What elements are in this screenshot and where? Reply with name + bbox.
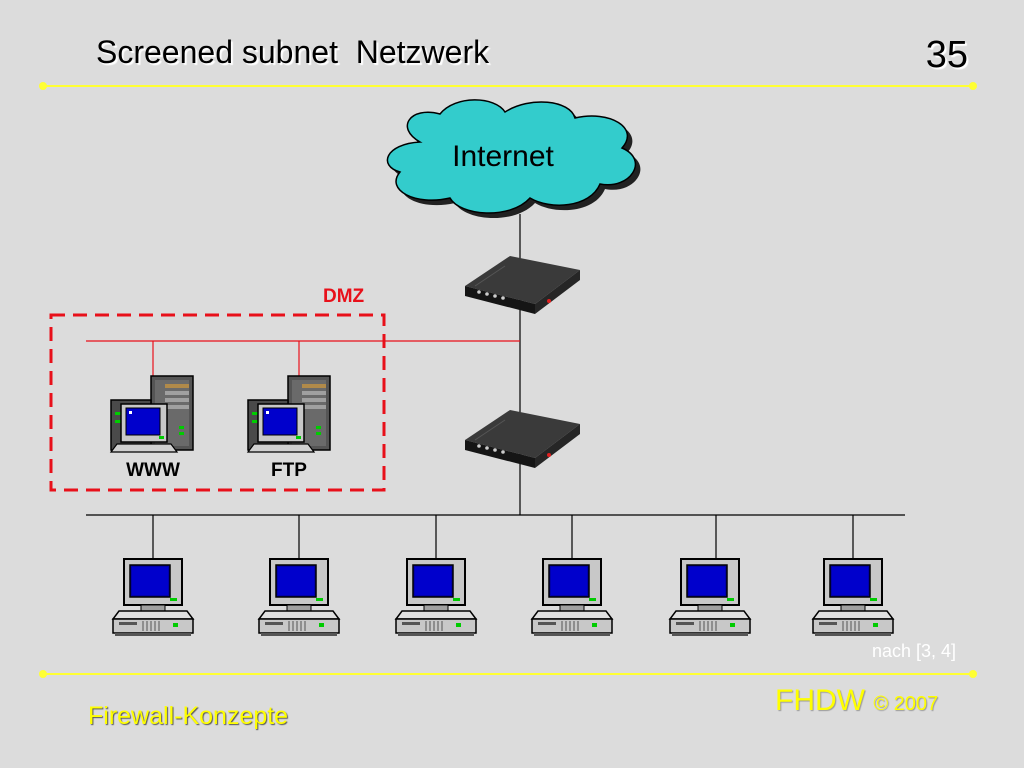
workstation-icon: [395, 558, 477, 637]
internet-label: Internet: [452, 140, 554, 173]
slide-title: Screened subnet Netzwerk: [96, 34, 490, 70]
dmz-label: DMZ: [323, 286, 365, 307]
workstation-icon: [669, 558, 751, 637]
footer-topic: Firewall-Konzepte: [88, 702, 289, 730]
workstation-icon: [112, 558, 194, 637]
workstation-icon: [812, 558, 894, 637]
workstation-icon: [531, 558, 613, 637]
brand-name: FHDW: [775, 684, 865, 717]
ftp-server-icon: [247, 375, 331, 453]
inner-router-icon: [464, 409, 581, 469]
slide-number: 35: [925, 34, 968, 76]
internet-cloud: [386, 99, 641, 219]
www-server-icon: [110, 375, 194, 453]
ftp-server-label: FTP: [271, 460, 307, 481]
www-server-label: WWW: [126, 460, 180, 481]
top-divider: [39, 82, 977, 90]
copyright: © 2007: [873, 693, 939, 715]
bottom-divider: [39, 670, 977, 678]
workstation-icon: [258, 558, 340, 637]
footer-brand: FHDW © 2007: [775, 684, 938, 718]
outer-router-icon: [464, 255, 581, 315]
source-note: nach [3, 4]: [872, 641, 957, 661]
dmz-box: [49, 313, 386, 492]
